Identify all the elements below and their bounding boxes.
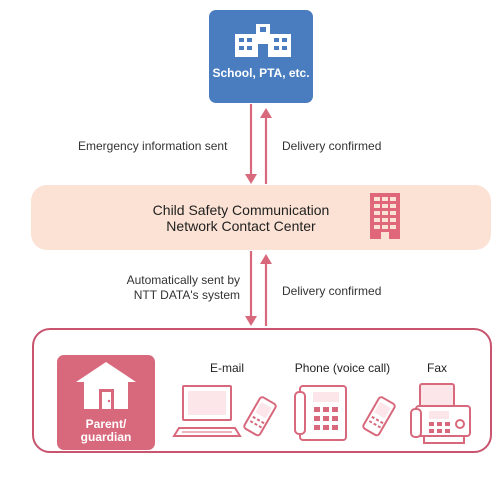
channel-phone-label: Phone (voice call) — [294, 361, 391, 375]
parent-line1: Parent/ — [85, 417, 127, 431]
contact-center-line2: Network Contact Center — [166, 218, 316, 234]
channel-fax-label: Fax — [426, 361, 447, 375]
mobile-phone-icon-2 — [362, 396, 396, 437]
parent-line2: guardian — [80, 430, 132, 444]
mobile-phone-icon — [243, 396, 277, 437]
auto-sent-line1: Automatically sent by — [126, 273, 240, 287]
parent-label: Parent/ guardian — [57, 418, 155, 444]
delivery-confirmed-bottom-label: Delivery confirmed — [282, 284, 382, 298]
computer-icon — [172, 385, 242, 437]
auto-sent-line2: NTT DATA's system — [133, 288, 240, 302]
house-icon — [76, 362, 136, 409]
parent-node: Parent/ guardian — [57, 355, 155, 450]
contact-center-line1: Child Safety Communication — [152, 202, 330, 218]
channel-email-label: E-mail — [209, 361, 244, 375]
contact-center-node: Child Safety Communication Network Conta… — [31, 185, 491, 250]
school-building-icon — [235, 24, 291, 57]
contact-center-label: Child Safety Communication Network Conta… — [121, 202, 361, 234]
school-node: School, PTA, etc. — [209, 10, 313, 103]
fax-machine-icon — [410, 383, 471, 444]
delivery-confirmed-top-label: Delivery confirmed — [282, 139, 382, 153]
emergency-sent-label: Emergency information sent — [78, 139, 228, 153]
office-building-icon — [370, 193, 400, 239]
desk-phone-icon — [294, 385, 347, 441]
auto-sent-label: Automatically sent by NTT DATA's system — [115, 273, 240, 303]
school-label: School, PTA, etc. — [212, 66, 310, 80]
